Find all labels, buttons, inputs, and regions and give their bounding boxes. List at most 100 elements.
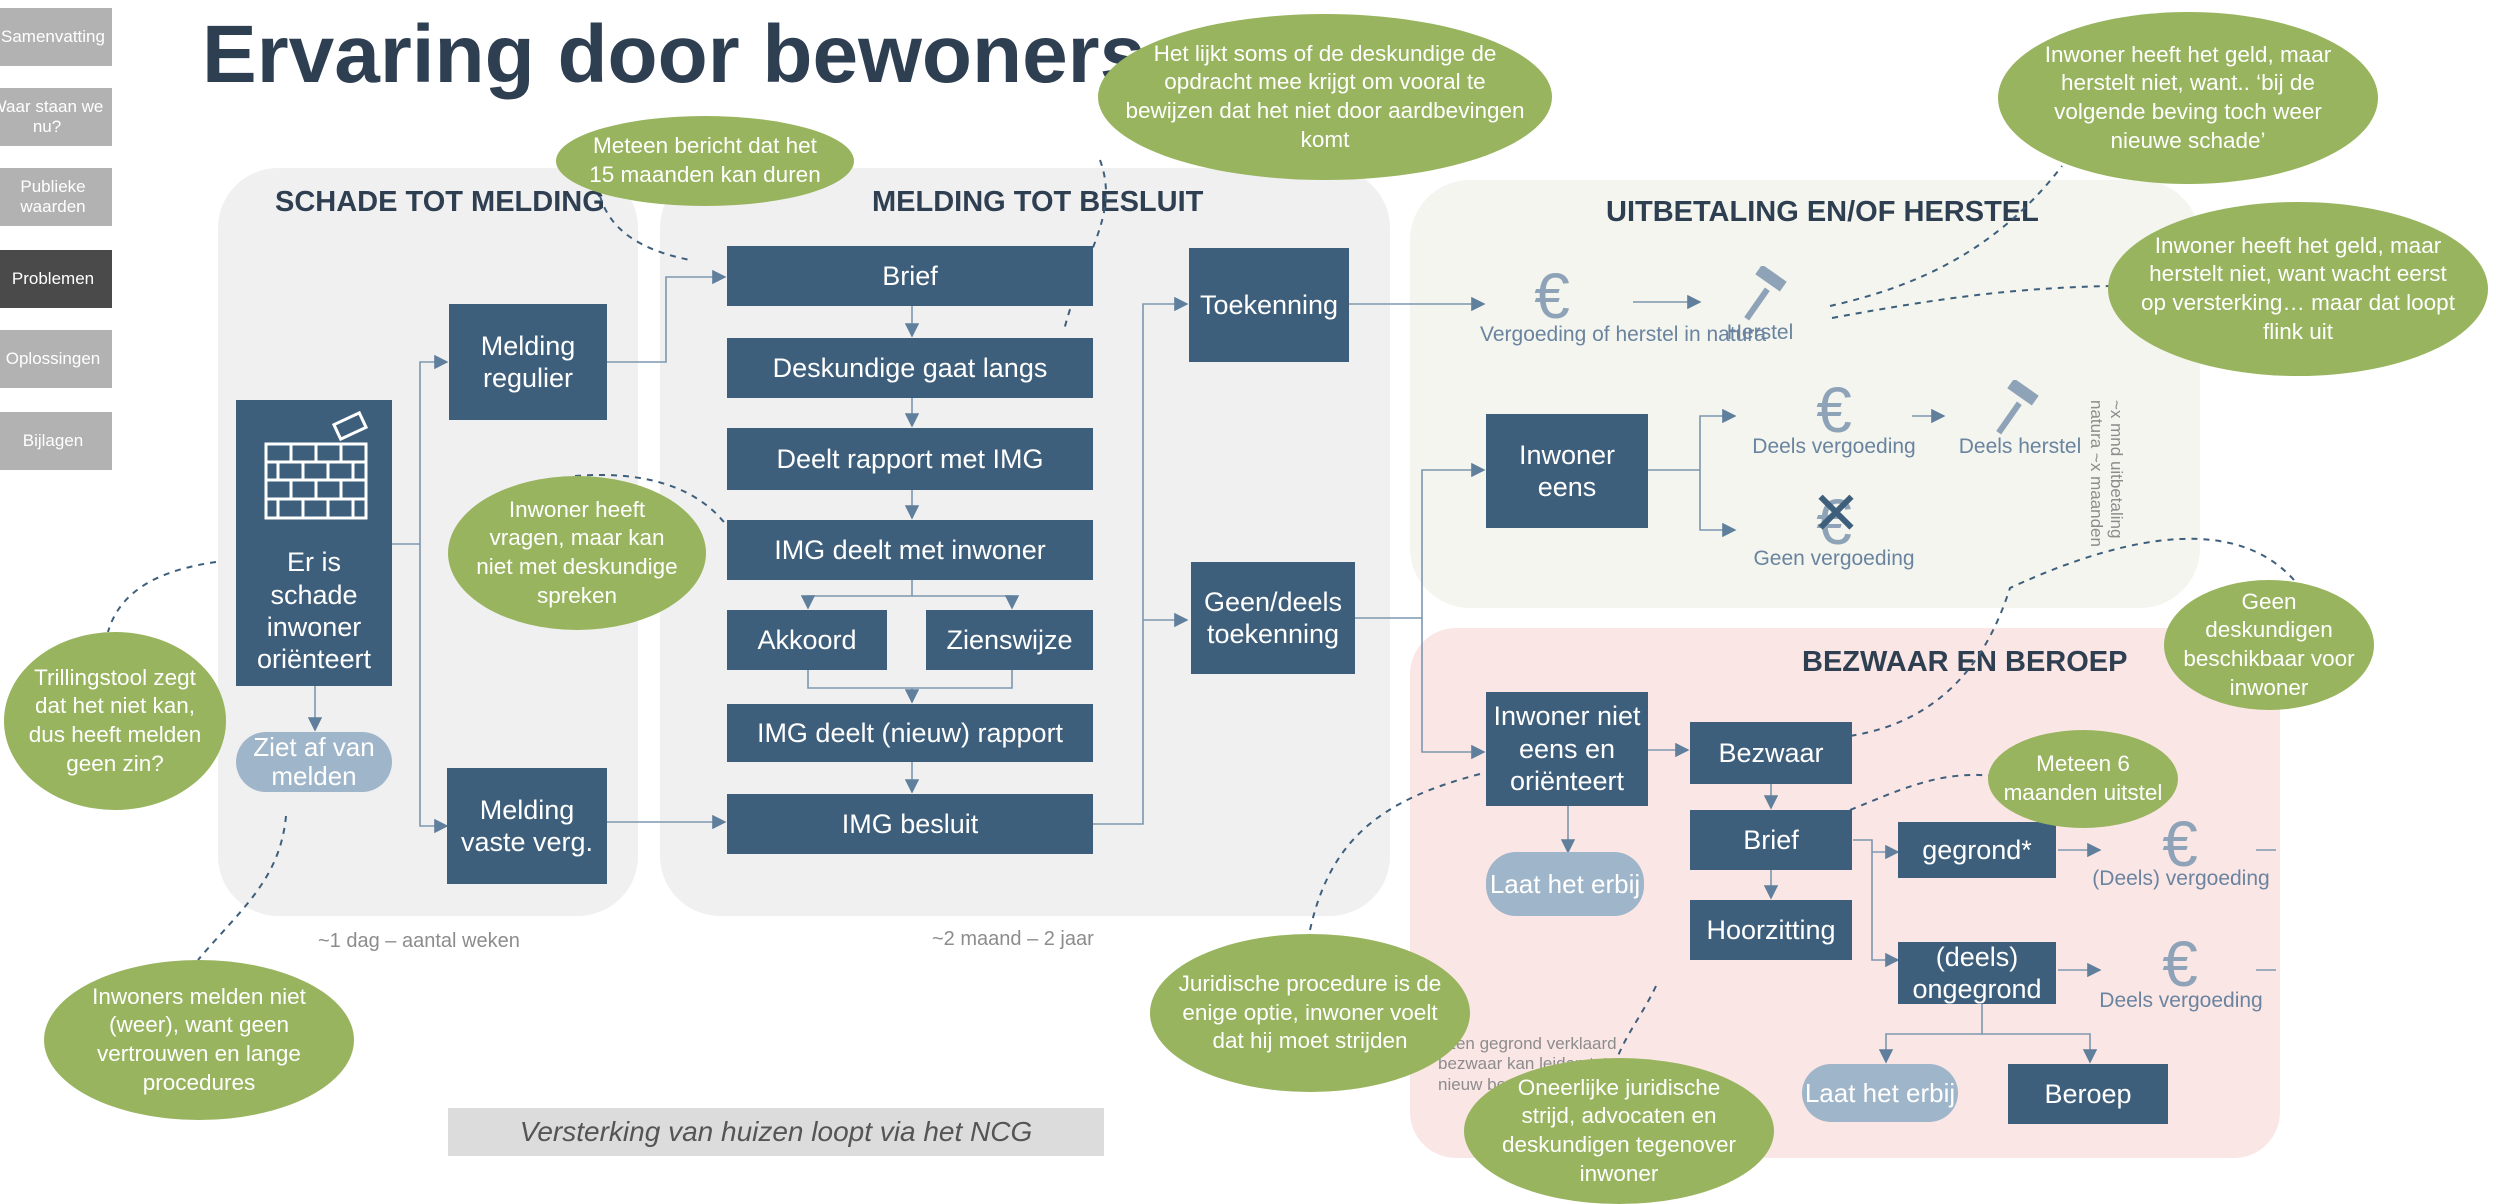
bezwaar-label: Bezwaar [1718,737,1824,768]
bubble-juridische-text: Juridische procedure is de enige optie, … [1178,971,1442,1054]
euro-icon-deels: € [1816,374,1852,446]
bubble-meteen15: Meteen bericht dat het 15 maanden kan du… [556,116,854,206]
brief2-label: Brief [1743,824,1799,855]
brick-wall-icon [264,410,369,520]
melding-vaste-label: Melding vaste verg. [460,794,594,857]
img-nieuw-box: IMG deelt (nieuw) rapport [727,704,1093,762]
bubble-vragen: Inwoner heeft vragen, maar kan niet met … [448,476,706,630]
deels-vergoeding-paren-label: (Deels) vergoeding [2092,867,2270,890]
deskundige-label: Deskundige gaat langs [772,352,1048,383]
melding-vaste-box: Melding vaste verg. [447,768,607,884]
ziet-af-label: Ziet af van melden [253,732,375,791]
brief-label: Brief [882,260,938,291]
hoorzitting-box: Hoorzitting [1690,900,1852,960]
time-melding-label: ~2 maand – 2 jaar [932,928,1094,950]
inwoner-niet-eens-label: Inwoner niet eens en oriënteert [1493,701,1641,797]
euro-icon: € [1534,260,1570,332]
bubble-geld-beving-text: Inwoner heeft het geld, maar herstelt ni… [2044,41,2332,153]
inwoner-eens-label: Inwoner eens [1518,439,1616,502]
deels-vergoeding2-label: Deels vergoeding [2099,989,2263,1012]
bubble-meteen6-text: Meteen 6 maanden uitstel [2003,751,2163,805]
laat-erbij-pill-1: Laat het erbij [1486,852,1644,916]
geen-deels-box: Geen/deels toekenning [1191,562,1355,674]
inwoner-niet-eens-box: Inwoner niet eens en oriënteert [1486,692,1648,806]
laat-erbij-label-1: Laat het erbij [1489,868,1641,899]
section-schade: SCHADE TOT MELDING [275,186,605,218]
inwoner-eens-box: Inwoner eens [1486,414,1648,528]
nav-publieke-waarden[interactable]: Publieke waarden [0,168,112,226]
bubble-trillingstool-text: Trillingstool zegt dat het niet kan, dus… [28,664,202,776]
laat-erbij-pill-2: Laat het erbij [1802,1064,1958,1122]
nav-publieke-waarden-label: Publieke waarden [20,177,86,216]
bubble-meteen6: Meteen 6 maanden uitstel [1988,730,2178,828]
nav-bijlagen[interactable]: Bijlagen [0,412,112,470]
geen-vergoeding-label: Geen vergoeding [1753,547,1915,570]
bubble-trillingstool: Trillingstool zegt dat het niet kan, dus… [4,632,226,810]
bubble-geen-deskundigen-text: Geen deskundigen beschikbaar voor inwone… [2183,588,2355,700]
deelt-rapport-label: Deelt rapport met IMG [776,443,1044,474]
bubble-deskundige-opdracht-text: Het lijkt soms of de deskundige de opdra… [1125,40,1525,152]
euro-icon-ongegrond: € [2162,928,2198,1000]
brief2-box: Brief [1690,810,1852,870]
zienswijze-box: Zienswijze [926,610,1093,670]
hoorzitting-label: Hoorzitting [1706,914,1836,945]
ongegrond-label: (deels) ongegrond [1912,941,2042,1004]
nav-problemen[interactable]: Problemen [0,250,112,308]
img-besluit-box: IMG besluit [727,794,1093,854]
herstel-label: Herstel [1726,321,1794,344]
euro-icon-geen: € [1816,486,1852,558]
hammer-icon-deels [1996,380,2039,435]
section-uitbetaling: UITBETALING EN/OF HERSTEL [1606,196,2039,228]
vertical-note: ~x mnd uitbetaling natura ~x maanden [2087,400,2126,547]
time-schade-label: ~1 dag – aantal weken [318,930,520,952]
vergoeding-natura-label: Vergoeding of herstel in natura [1480,323,1767,346]
ongegrond-box: (deels) ongegrond [1898,942,2056,1004]
bubble-geld-versterking: Inwoner heeft het geld, maar herstelt ni… [2108,202,2488,376]
bubble-oneerlijke: Oneerlijke juridische strijd, advocaten … [1464,1058,1774,1204]
bubble-inwoners-melden-text: Inwoners melden niet (weer), want geen v… [92,983,306,1095]
ncg-label: Versterking van huizen loopt via het NCG [519,1116,1033,1147]
img-besluit-label: IMG besluit [841,808,979,839]
ziet-af-pill: Ziet af van melden [236,732,392,792]
toekenning-label: Toekenning [1199,289,1339,320]
toekenning-box: Toekenning [1189,248,1349,362]
bubble-vragen-text: Inwoner heeft vragen, maar kan niet met … [476,496,678,608]
bubble-meteen15-text: Meteen bericht dat het 15 maanden kan du… [589,133,821,187]
deelt-rapport-box: Deelt rapport met IMG [727,428,1093,490]
gegrond-label: gegrond* [1922,834,2032,865]
bubble-geen-deskundigen: Geen deskundigen beschikbaar voor inwone… [2164,580,2374,710]
nav-samenvatting[interactable]: Samenvatting [0,8,112,66]
nav-waar-staan-we-label: Waar staan we nu? [0,97,104,136]
panel-uitbetaling [1410,180,2200,608]
laat-erbij-label-2: Laat het erbij [1804,1077,1956,1108]
melding-regulier-box: Melding regulier [449,304,607,420]
akkoord-label: Akkoord [757,624,857,655]
deskundige-box: Deskundige gaat langs [727,338,1093,398]
beroep-label: Beroep [2044,1078,2132,1109]
melding-regulier-label: Melding regulier [480,330,576,393]
bezwaar-box: Bezwaar [1690,722,1852,784]
deels-vergoeding-label: Deels vergoeding [1752,435,1916,458]
nav-waar-staan-we[interactable]: Waar staan we nu? [0,88,112,146]
bubble-juridische: Juridische procedure is de enige optie, … [1150,934,1470,1092]
beroep-box: Beroep [2008,1064,2168,1124]
hammer-icon [1744,266,1787,321]
akkoord-box: Akkoord [727,610,887,670]
bubble-geld-beving: Inwoner heeft het geld, maar herstelt ni… [1998,12,2378,184]
bubble-deskundige-opdracht: Het lijkt soms of de deskundige de opdra… [1098,14,1552,180]
geen-deels-label: Geen/deels toekenning [1203,586,1343,649]
deels-herstel-label: Deels herstel [1958,435,2082,458]
bubble-oneerlijke-text: Oneerlijke juridische strijd, advocaten … [1502,1074,1736,1186]
gegrond-box: gegrond* [1898,822,2056,878]
euro-icon-gegrond: € [2162,808,2198,880]
img-deelt-box: IMG deelt met inwoner [727,520,1093,580]
img-nieuw-label: IMG deelt (nieuw) rapport [756,717,1064,748]
section-melding: MELDING TOT BESLUIT [872,186,1204,218]
ncg-banner: Versterking van huizen loopt via het NCG [448,1108,1104,1156]
img-deelt-label: IMG deelt met inwoner [774,534,1046,565]
nav-oplossingen[interactable]: Oplossingen [0,330,112,388]
cross-icon: ✕ [1810,480,1862,547]
brief-box: Brief [727,246,1093,306]
bubble-geld-versterking-text: Inwoner heeft het geld, maar herstelt ni… [2141,232,2455,344]
schade-box-label: Er is schade inwoner oriënteert [256,547,372,675]
